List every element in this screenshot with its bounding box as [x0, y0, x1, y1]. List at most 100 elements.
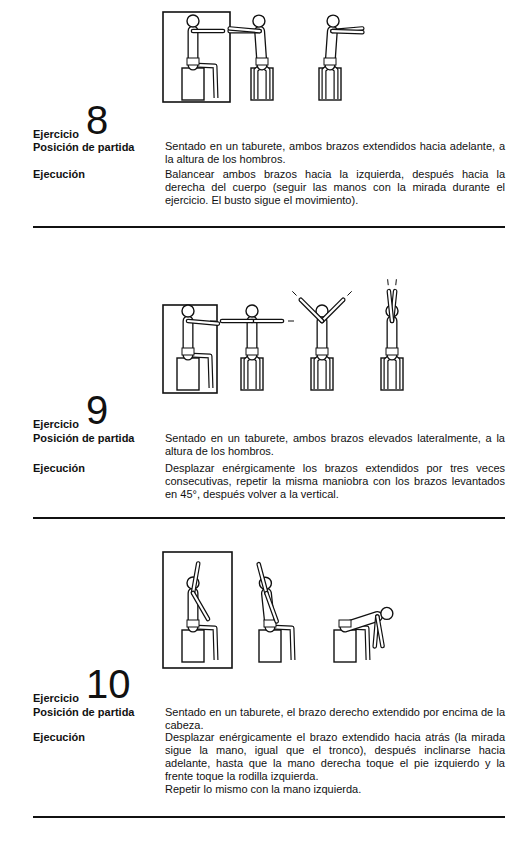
- shorts: [187, 620, 199, 627]
- torso: [247, 321, 258, 355]
- arm: [230, 28, 260, 31]
- section-rule: [33, 517, 505, 519]
- arm: [188, 321, 218, 324]
- arm: [332, 31, 362, 32]
- shorts: [187, 58, 199, 65]
- arm: [322, 300, 343, 321]
- section-rule: [33, 816, 505, 818]
- torso: [317, 321, 328, 355]
- arm: [222, 319, 252, 324]
- head: [253, 15, 265, 27]
- seated-figure: [177, 305, 218, 390]
- exercise-number: 8: [86, 100, 108, 140]
- stool: [182, 630, 204, 662]
- leg: [193, 627, 216, 660]
- head: [187, 15, 199, 27]
- leg: [188, 355, 211, 388]
- seated-figure: [210, 305, 294, 390]
- field-heading: Posición de partida: [33, 706, 134, 719]
- shorts: [182, 348, 194, 355]
- seated-figure: [319, 15, 362, 100]
- stool: [182, 68, 204, 100]
- torso: [188, 31, 199, 65]
- seated-figure: [381, 279, 403, 390]
- leg: [345, 627, 368, 660]
- arm: [266, 593, 276, 621]
- exercise-word: Ejercicio: [33, 418, 79, 431]
- arm: [389, 291, 392, 321]
- arm: [266, 593, 276, 621]
- arm: [301, 300, 322, 321]
- shorts: [246, 348, 258, 355]
- arm: [193, 30, 223, 32]
- arm: [193, 593, 208, 619]
- field-heading: Ejecución: [33, 168, 85, 181]
- arm: [193, 563, 198, 593]
- shorts: [316, 348, 328, 355]
- description-text: Repetir lo mismo con la mano izquierda.: [165, 783, 505, 796]
- arm: [193, 29, 223, 34]
- description-text: Sentado en un taburete, el brazo derecho…: [165, 706, 505, 732]
- stool: [177, 358, 199, 390]
- arm: [193, 563, 198, 593]
- motion-dash: [387, 279, 389, 285]
- arm: [230, 28, 260, 31]
- start-position-frame: [163, 305, 217, 393]
- arm: [259, 564, 267, 593]
- leg: [270, 627, 293, 660]
- motion-dash: [210, 321, 216, 322]
- leg: [345, 627, 368, 660]
- leg: [188, 355, 211, 388]
- seated-figure: [182, 563, 216, 662]
- field-heading: Posición de partida: [33, 141, 134, 154]
- torso: [387, 321, 398, 355]
- arm: [377, 616, 382, 646]
- stool: [259, 630, 281, 662]
- arm: [222, 320, 252, 322]
- exercise-number: 9: [86, 390, 108, 430]
- exercise-word: Ejercicio: [33, 692, 79, 705]
- description-text: Desplazar enérgicamente los brazos exten…: [165, 462, 505, 501]
- motion-dash: [395, 279, 397, 285]
- description-text: Sentado en un taburete, ambos brazos ele…: [165, 432, 505, 458]
- seated-figure: [334, 607, 393, 662]
- seated-figure: [259, 564, 293, 662]
- description-text: Balancear ambos brazos hacia la izquierd…: [165, 168, 505, 207]
- leg: [270, 627, 293, 660]
- shorts: [256, 58, 268, 65]
- head: [182, 305, 194, 317]
- description-text: Desplazar enérgicamente el brazo extendi…: [165, 731, 505, 783]
- arm: [188, 321, 218, 324]
- arm: [377, 616, 382, 646]
- arm: [322, 300, 343, 321]
- start-position-frame: [163, 552, 232, 668]
- field-heading: Posición de partida: [33, 432, 134, 445]
- arm: [252, 320, 282, 322]
- shorts: [386, 348, 398, 355]
- motion-dash: [292, 291, 296, 295]
- arm: [252, 319, 282, 324]
- head: [246, 305, 258, 317]
- motion-dash: [347, 291, 351, 295]
- exercise-number: 10: [86, 664, 131, 704]
- exercise-word: Ejercicio: [33, 128, 79, 141]
- shorts: [324, 58, 336, 65]
- head: [381, 607, 393, 619]
- leg: [193, 627, 216, 660]
- arm: [193, 593, 208, 619]
- torso: [183, 321, 194, 355]
- description-text: Sentado en un taburete, ambos brazos ext…: [165, 140, 505, 166]
- section-rule: [33, 226, 505, 228]
- arm: [332, 31, 362, 32]
- stool: [334, 630, 356, 662]
- arm: [301, 300, 322, 321]
- seated-figure: [182, 15, 223, 100]
- head: [327, 15, 339, 27]
- motion-dash: [288, 321, 294, 322]
- seated-figure: [292, 291, 351, 390]
- start-position-frame: [163, 12, 230, 102]
- leg: [193, 65, 216, 98]
- arm: [230, 29, 260, 34]
- shorts: [339, 620, 351, 627]
